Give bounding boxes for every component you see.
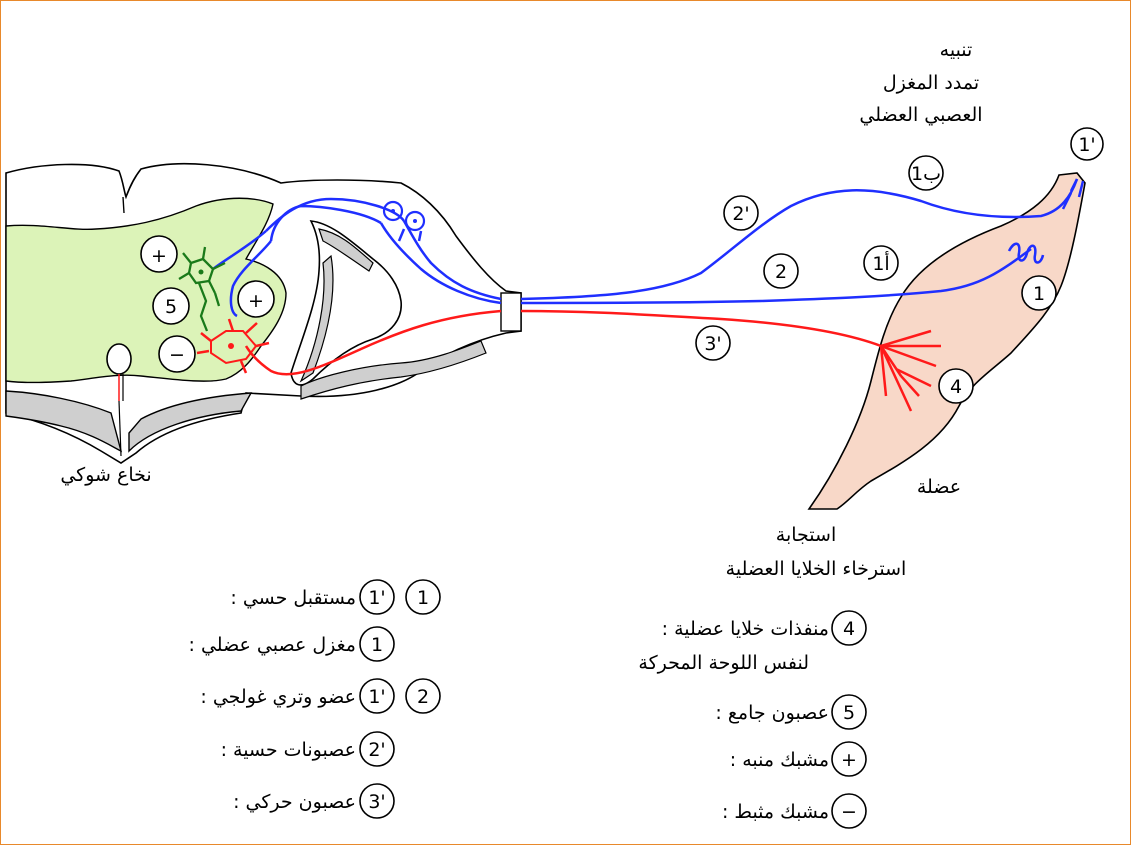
svg-text:1: 1: [417, 587, 429, 609]
legend-inhibitory: − : مشبك مثبط: [722, 793, 867, 829]
gray-matter: [5, 197, 287, 384]
svg-text:: عضو وتري غولجي: : عضو وتري غولجي: [200, 686, 356, 708]
legend-interneuron: 5 : عصبون جامع: [715, 694, 867, 730]
svg-text:2': 2': [368, 739, 385, 761]
marker-2: 2: [763, 253, 799, 289]
motor-neuron: [196, 309, 941, 412]
svg-text:: مشبك مثبط: : مشبك مثبط: [722, 801, 829, 823]
svg-text:−: −: [841, 801, 857, 823]
marker-1a: 1أ: [863, 245, 899, 281]
stretch-label-1: تمدد المغزل: [883, 72, 979, 94]
svg-text:4: 4: [950, 376, 962, 398]
sensory-neurons: [212, 178, 1085, 318]
svg-text:1أ: 1أ: [872, 251, 889, 275]
marker-minus: −: [158, 335, 196, 373]
stimulus-label: تنبيه: [940, 39, 973, 61]
white-matter-band-right: [128, 392, 253, 453]
svg-text:+: +: [248, 290, 264, 312]
svg-text:−: −: [169, 344, 185, 366]
svg-text:+: +: [151, 245, 167, 267]
spinal-cord-label: نخاع شوكي: [60, 464, 151, 486]
svg-text:: عصبون حركي: : عصبون حركي: [233, 791, 356, 813]
marker-1b: 1ب: [908, 155, 944, 191]
spinal-nerve: [500, 292, 522, 332]
relaxation-label: استرخاء الخلايا العضلية: [726, 558, 907, 580]
svg-text:1': 1': [368, 686, 385, 708]
svg-text:: عصبونات حسية: : عصبونات حسية: [221, 739, 356, 761]
ventral-root-gray: [299, 228, 374, 383]
svg-text:2: 2: [417, 686, 429, 708]
svg-text:4: 4: [843, 618, 855, 640]
svg-text:: منفذات خلايا عضلية: : منفذات خلايا عضلية: [662, 618, 829, 640]
legend-motor-neuron: 3' : عصبون حركي: [233, 783, 395, 819]
response-label: استجابة: [776, 524, 836, 546]
legend-effectors: 4 : منفذات خلايا عضلية لنفس اللوحة المحر…: [638, 610, 867, 674]
white-matter-band: [5, 390, 123, 453]
svg-text:2': 2': [732, 203, 749, 225]
svg-text:2: 2: [775, 261, 787, 283]
marker-1: 1: [1021, 275, 1057, 311]
marker-2p: 2': [723, 195, 759, 231]
legend-golgi: 2 1' : عضو وتري غولجي: [200, 678, 441, 714]
svg-text:+: +: [841, 749, 857, 771]
legend-sensory-neurons: 2' : عصبونات حسية: [221, 731, 395, 767]
central-canal: [106, 343, 132, 375]
svg-text:1ب: 1ب: [911, 163, 941, 185]
marker-plus-top: +: [140, 235, 178, 273]
interneuron: [178, 246, 226, 332]
svg-text:: مشبك منبه: : مشبك منبه: [730, 749, 829, 771]
svg-text:1': 1': [368, 587, 385, 609]
marker-3p: 3': [695, 325, 731, 361]
marker-4: 4: [938, 368, 974, 404]
svg-text:3': 3': [704, 333, 721, 355]
svg-text:5: 5: [165, 296, 177, 318]
svg-text:1: 1: [371, 634, 383, 656]
legend-excitatory: + : مشبك منبه: [730, 741, 867, 777]
stretch-label-2: العصبي العضلي: [859, 104, 982, 126]
legend-spindle: 1 : مغزل عصبي عضلي: [189, 626, 395, 662]
marker-1p-top: 1': [1070, 127, 1104, 161]
svg-text:1: 1: [1033, 283, 1045, 305]
svg-text:لنفس اللوحة المحركة: لنفس اللوحة المحركة: [638, 652, 809, 674]
svg-text:1': 1': [1078, 134, 1095, 156]
svg-text:5: 5: [843, 702, 855, 724]
legend-sensory-receptor: 1 1' : مستقبل حسي: [230, 579, 441, 615]
svg-text:3': 3': [368, 791, 385, 813]
muscle-label: عضلة: [917, 476, 961, 498]
svg-text:: مغزل عصبي عضلي: : مغزل عصبي عضلي: [189, 634, 357, 656]
svg-text:: عصبون جامع: : عصبون جامع: [715, 702, 829, 724]
marker-plus-right: +: [237, 280, 275, 318]
marker-5: 5: [152, 287, 190, 325]
svg-text:: مستقبل حسي: : مستقبل حسي: [230, 587, 356, 609]
muscle: [807, 172, 1086, 510]
